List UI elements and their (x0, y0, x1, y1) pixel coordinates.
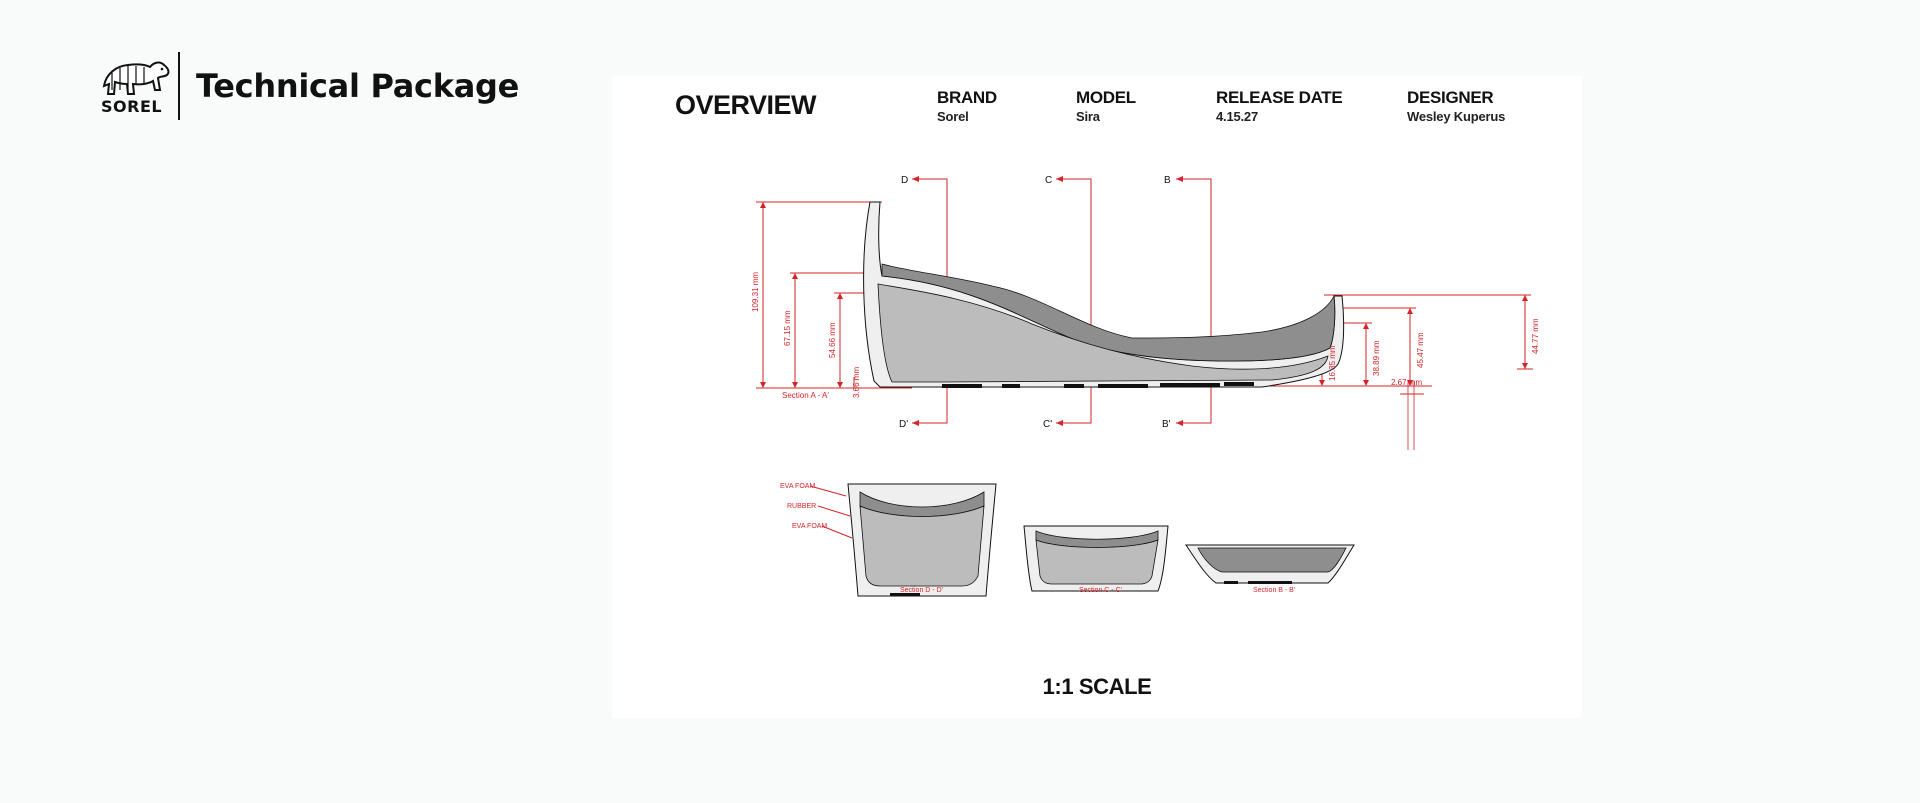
material-label-rubber: RUBBER (787, 503, 816, 510)
section-d-label: Section D - D' (900, 587, 943, 594)
section-line-c (1056, 178, 1092, 424)
technical-drawing: D C B D' C' B' Section A - A' 109.31 mm … (751, 175, 1540, 597)
scale-label: 1:1 SCALE (1042, 674, 1152, 699)
meta-release-date: RELEASE DATE 4.15.27 (1216, 88, 1343, 124)
shoe-profile (863, 201, 1345, 388)
overview-sheet: OVERVIEW BRAND Sorel MODEL Sira RELEASE … (612, 76, 1582, 718)
sorel-logo: SOREL (100, 56, 172, 116)
material-label-eva-foam-top: EVA FOAM (780, 483, 815, 490)
meta-model-value: Sira (1076, 109, 1100, 124)
midsole-layer (877, 283, 1329, 383)
marker-d: D (901, 175, 908, 186)
marker-b-prime: B' (1162, 419, 1171, 430)
meta-release-date-value: 4.15.27 (1216, 109, 1258, 124)
section-b-cross (1185, 544, 1355, 584)
meta-model: MODEL Sira (1076, 88, 1136, 124)
dim-3-66: 3.66 mm (852, 367, 861, 398)
marker-c: C (1045, 175, 1052, 186)
meta-model-label: MODEL (1076, 88, 1136, 107)
dim-67-15: 67.15 mm (783, 310, 792, 346)
meta-brand: BRAND Sorel (937, 88, 997, 124)
section-line-b (1176, 178, 1212, 424)
overview-title: OVERVIEW (675, 90, 817, 120)
brand-header: SOREL Technical Package (100, 52, 519, 120)
marker-c-prime: C' (1043, 419, 1052, 430)
meta-release-date-label: RELEASE DATE (1216, 88, 1343, 107)
dim-16-35: 16.35 mm (1328, 345, 1337, 381)
section-c-label: Section C - C' (1079, 587, 1122, 594)
header-divider (178, 52, 180, 120)
dim-45-47: 45.47 mm (1416, 332, 1425, 368)
page-title: Technical Package (196, 67, 519, 105)
dim-54-66: 54.66 mm (828, 322, 837, 358)
main-section-label: Section A - A' (782, 391, 829, 400)
marker-b: B (1164, 175, 1171, 186)
section-c-cross (1023, 525, 1169, 592)
section-d-cross (847, 483, 997, 597)
dim-2-67: 2.67 mm (1391, 378, 1422, 387)
meta-designer-label: DESIGNER (1407, 88, 1494, 107)
meta-designer-value: Wesley Kuperus (1407, 109, 1506, 124)
dim-109-31: 109.31 mm (751, 272, 760, 312)
material-label-eva-foam-bottom: EVA FOAM (792, 523, 827, 530)
section-b-label: Section B - B' (1253, 587, 1295, 594)
marker-d-prime: D' (899, 419, 908, 430)
polar-bear-icon (102, 61, 170, 95)
meta-designer: DESIGNER Wesley Kuperus (1407, 88, 1505, 124)
dim-38-89: 38.89 mm (1372, 340, 1381, 376)
dim-44-77: 44.77 mm (1531, 318, 1540, 354)
logo-wordmark: SOREL (101, 97, 163, 116)
meta-brand-label: BRAND (937, 88, 997, 107)
meta-brand-value: Sorel (937, 109, 969, 124)
